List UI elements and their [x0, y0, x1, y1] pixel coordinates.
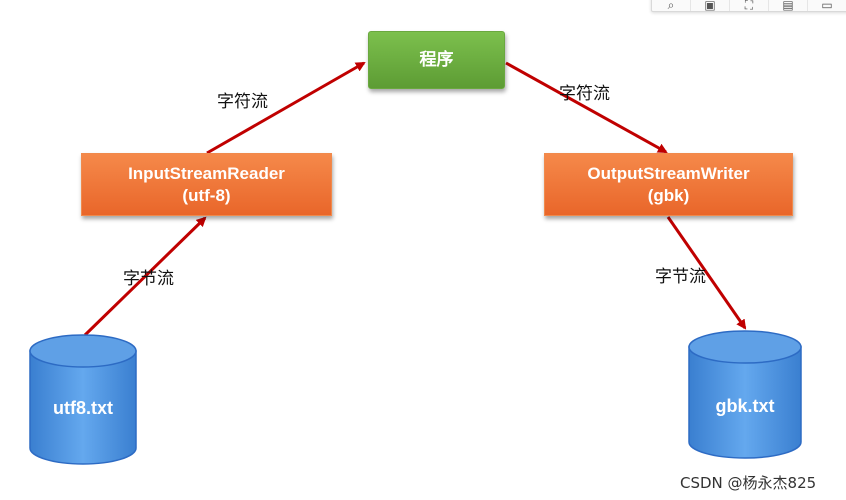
program-box-label: 程序: [419, 50, 454, 70]
writer-box-line1: OutputStreamWriter: [587, 163, 750, 183]
file-cylinder-utf8: [29, 334, 137, 465]
output-stream-writer-box: OutputStreamWriter (gbk): [544, 153, 793, 216]
file-cylinder-gbk: [688, 330, 802, 459]
expand-icon[interactable]: ⛶: [730, 0, 769, 11]
input-stream-reader-box: InputStreamReader (utf-8): [81, 153, 332, 216]
arrow-writer-to-gbk: [666, 216, 747, 330]
arrow-reader-to-program: [206, 61, 366, 155]
char-stream-label-right: 字符流: [559, 84, 610, 104]
search-icon[interactable]: ⌕: [652, 0, 691, 11]
image-toolbar: ⌕ ▣ ⛶ ▤ ▭: [651, 0, 846, 12]
program-box: 程序: [368, 31, 505, 89]
byte-stream-label-right: 字节流: [655, 267, 706, 287]
reader-box-line1: InputStreamReader: [128, 163, 285, 183]
edit-icon[interactable]: ▭: [821, 0, 833, 12]
copy-icon[interactable]: ▣: [691, 0, 730, 11]
source-file-label: utf8.txt: [53, 398, 113, 418]
image-icon[interactable]: ▤: [769, 0, 808, 11]
char-stream-label-left: 字符流: [217, 92, 268, 112]
byte-stream-label-left: 字节流: [123, 269, 174, 289]
reader-box-line2: (utf-8): [182, 185, 231, 205]
arrow-utf8-to-reader: [83, 216, 207, 337]
writer-box-line2: (gbk): [647, 185, 690, 205]
target-file-label: gbk.txt: [715, 396, 775, 416]
arrow-program-to-writer: [505, 61, 668, 154]
watermark: CSDN @杨永杰825: [680, 474, 817, 492]
